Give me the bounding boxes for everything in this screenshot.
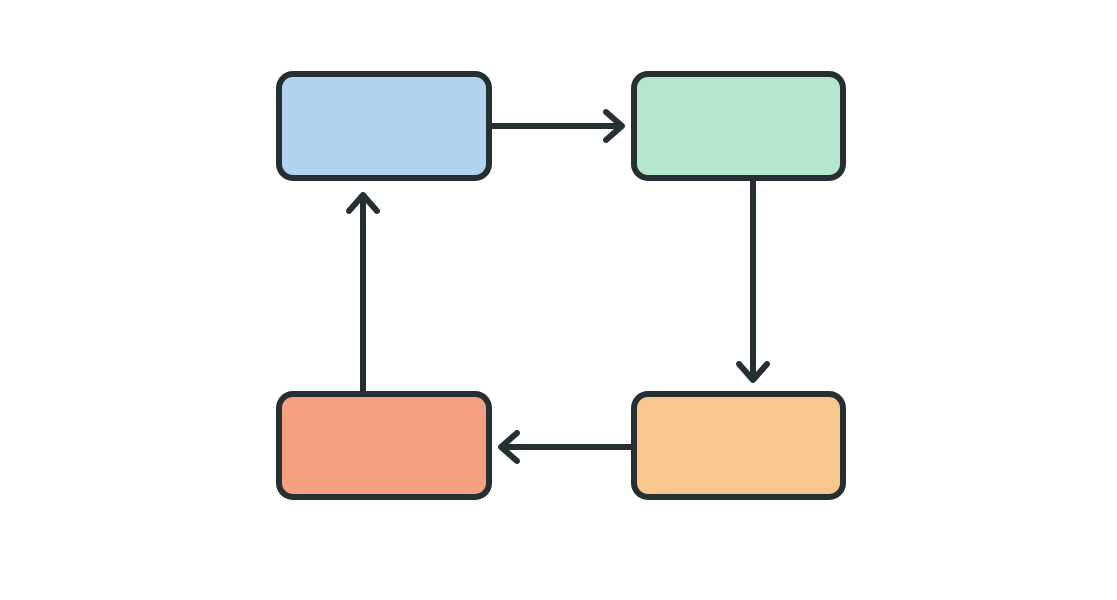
arrow-top-right-to-bottom-right <box>736 177 770 383</box>
node-top-right <box>631 71 846 181</box>
arrow-bottom-right-to-bottom-left <box>498 430 635 464</box>
node-top-left <box>276 71 492 181</box>
node-bottom-right <box>631 391 846 500</box>
node-bottom-left <box>276 391 492 500</box>
arrow-top-left-to-top-right <box>488 109 625 143</box>
arrow-bottom-left-to-top-left <box>346 192 380 395</box>
